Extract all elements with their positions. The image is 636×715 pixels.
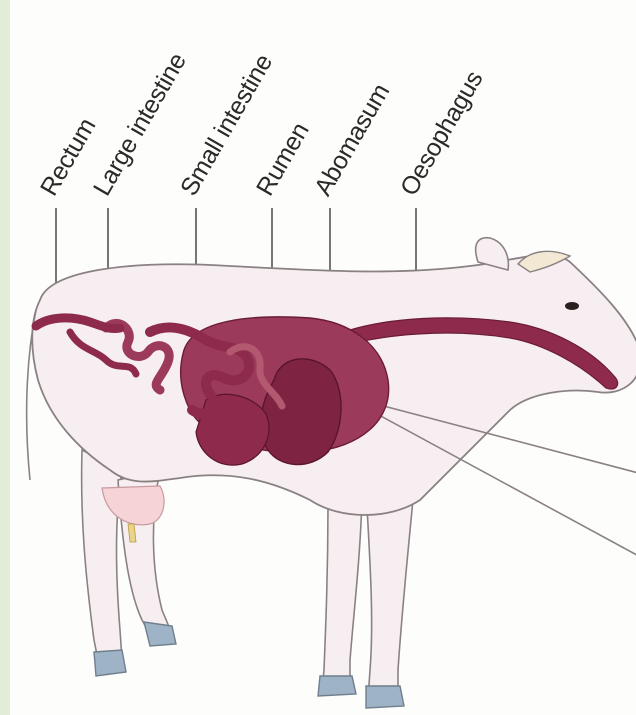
cow-hooves [94, 622, 404, 708]
reticulum [196, 394, 269, 465]
fore-leg-back [322, 500, 362, 690]
cow-eye [565, 302, 579, 310]
hoof-icon [144, 622, 176, 646]
hoof-icon [366, 686, 404, 708]
hoof-icon [318, 676, 356, 696]
fore-leg-front [366, 490, 414, 700]
hoof-icon [94, 650, 126, 676]
hind-leg-back [82, 450, 122, 660]
cow-diagram [10, 0, 636, 715]
